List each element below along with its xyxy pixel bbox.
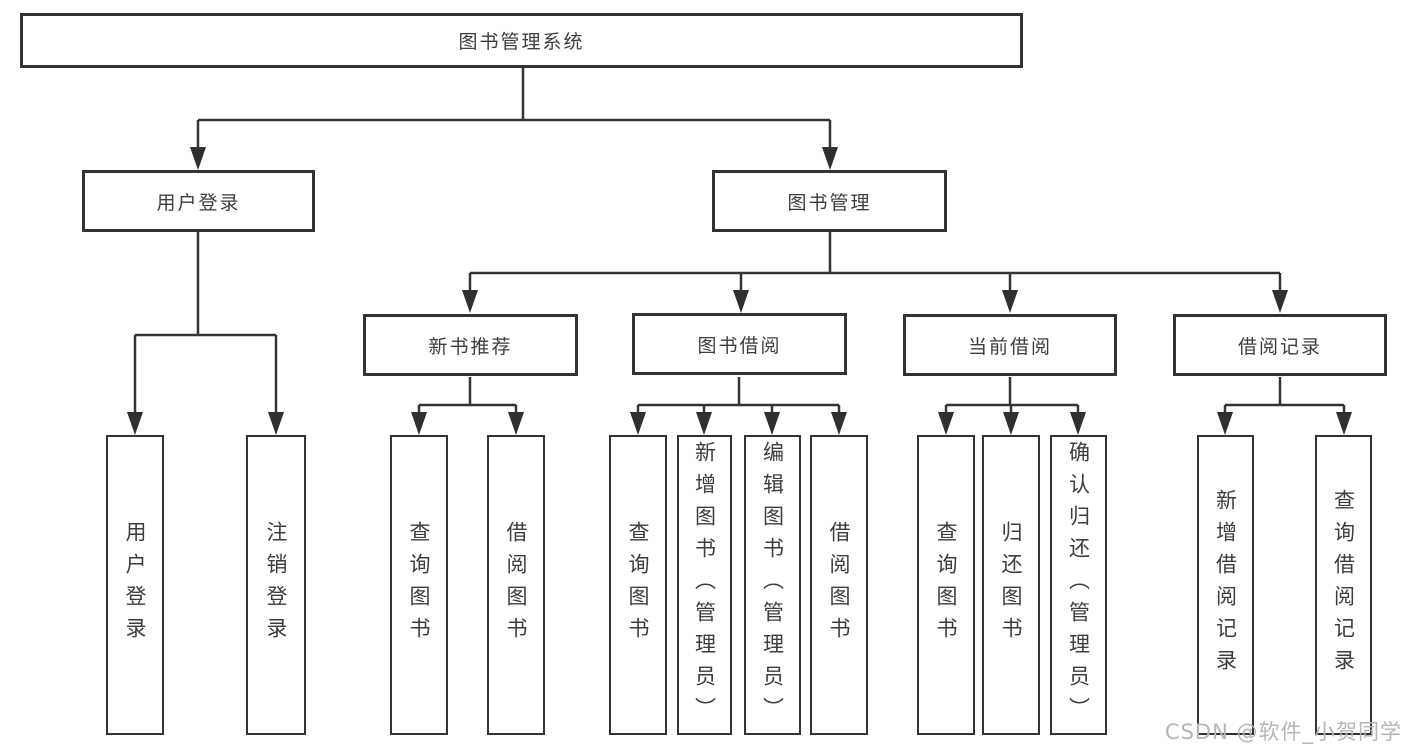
node-library-management-system: 图书管理系统 xyxy=(20,13,1023,68)
node-label: 查询图书 xyxy=(934,521,958,649)
node-label: 借阅图书 xyxy=(827,521,851,649)
leaf-node-add-books-admin: 新增图书（管理员） xyxy=(677,435,732,735)
node-book-management: 图书管理 xyxy=(712,170,947,232)
node-label: 编辑图书（管理员） xyxy=(760,441,785,729)
leaf-node-query-books: 查询图书 xyxy=(917,435,975,735)
node-label: 图书管理系统 xyxy=(458,31,585,53)
node-label: 新增借阅记录 xyxy=(1213,489,1238,681)
node-label: 查询借阅记录 xyxy=(1331,489,1356,681)
leaf-node-borrow-books: 借阅图书 xyxy=(810,435,868,735)
leaf-node-confirm-return-admin: 确认归还（管理员） xyxy=(1050,435,1107,735)
leaf-node-return-books: 归还图书 xyxy=(982,435,1040,735)
node-label: 归还图书 xyxy=(999,521,1023,649)
leaf-node-logout: 注销登录 xyxy=(246,435,306,735)
node-label: 借阅图书 xyxy=(504,521,528,649)
node-book-borrowing: 图书借阅 xyxy=(632,313,847,375)
node-label: 图书管理 xyxy=(787,191,872,214)
node-label: 注销登录 xyxy=(264,521,288,649)
leaf-node-query-books: 查询图书 xyxy=(390,435,448,735)
node-label: 图书借阅 xyxy=(697,334,782,357)
node-label: 用户登录 xyxy=(156,191,241,214)
node-label: 查询图书 xyxy=(407,521,431,649)
watermark: CSDN @软件_小贺同学 xyxy=(1164,720,1402,744)
leaf-node-query-books: 查询图书 xyxy=(609,435,667,735)
node-label: 确认归还（管理员） xyxy=(1066,441,1091,729)
leaf-node-query-borrow-record: 查询借阅记录 xyxy=(1315,435,1372,735)
node-label: 用户登录 xyxy=(123,521,147,649)
node-new-book-recommendation: 新书推荐 xyxy=(363,314,578,376)
leaf-node-edit-books-admin: 编辑图书（管理员） xyxy=(744,435,801,735)
node-label: 查询图书 xyxy=(626,521,650,649)
node-user-login: 用户登录 xyxy=(82,170,315,232)
node-label: 新增图书（管理员） xyxy=(692,441,717,729)
node-label: 借阅记录 xyxy=(1237,335,1322,358)
node-borrowing-records: 借阅记录 xyxy=(1173,314,1387,376)
node-label: 新书推荐 xyxy=(428,335,513,358)
leaf-node-user-login: 用户登录 xyxy=(106,435,164,735)
node-label: 当前借阅 xyxy=(967,335,1052,358)
leaf-node-borrow-books: 借阅图书 xyxy=(487,435,545,735)
leaf-node-add-borrow-record: 新增借阅记录 xyxy=(1197,435,1254,735)
node-current-borrowing: 当前借阅 xyxy=(903,314,1117,376)
